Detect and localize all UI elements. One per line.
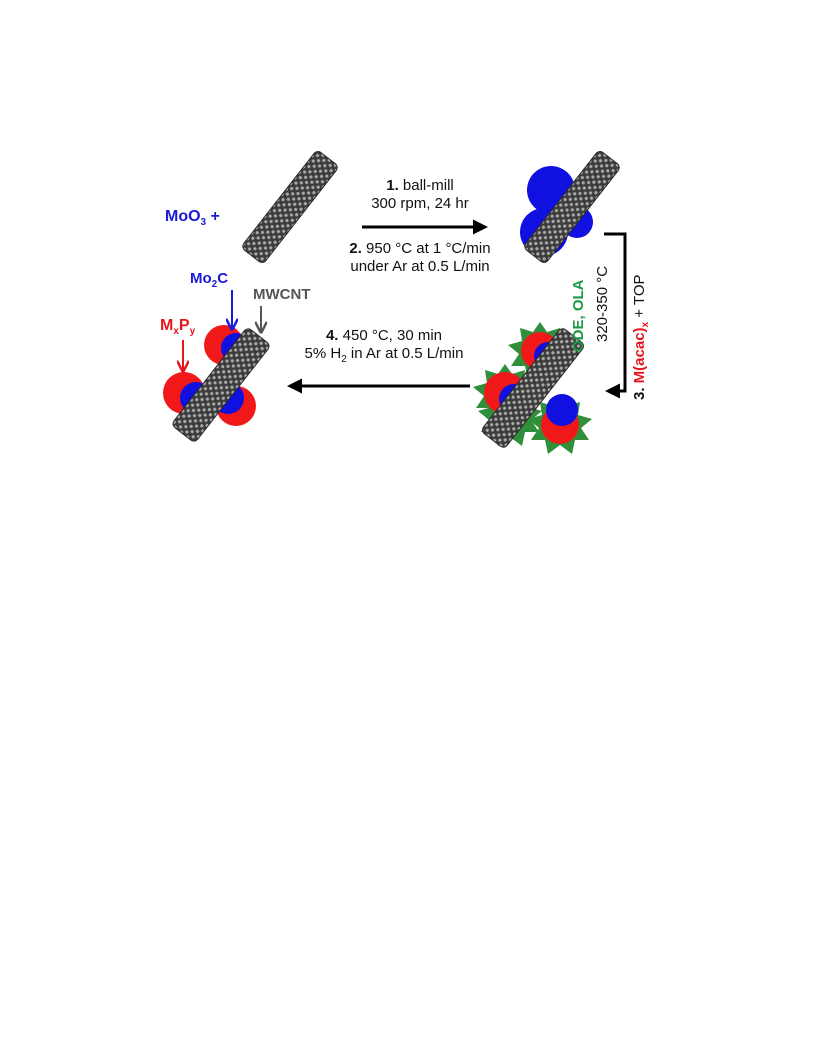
moo3-label: MoO3 + — [165, 208, 220, 229]
mwcnt-label: MWCNT — [253, 286, 311, 303]
step3-solvent-label: ODE, OLA — [570, 279, 587, 352]
mo2c-label: Mo2C — [190, 270, 229, 290]
arrow-step-3 — [604, 232, 627, 399]
step3-reagent-label: 3. M(acac)x + TOP — [631, 274, 651, 401]
mxpy-label: MxPy — [160, 317, 196, 338]
step3-temp-label: 320-350 °C — [594, 265, 611, 342]
step2-label: 2. 950 °C at 1 °C/min under Ar at 0.5 L/… — [349, 240, 491, 275]
moo3-on-mwcnt — [520, 151, 620, 263]
step1-label: 1. ball-mill 300 rpm, 24 hr — [371, 177, 469, 212]
mwcnt-bare — [242, 151, 338, 263]
step4-label: 4. 450 °C, 30 min 5% H2 in Ar at 0.5 L/m… — [304, 327, 464, 365]
ligand-capped-particles — [473, 322, 592, 454]
mxpy-mo2c-on-mwcnt — [163, 325, 270, 442]
